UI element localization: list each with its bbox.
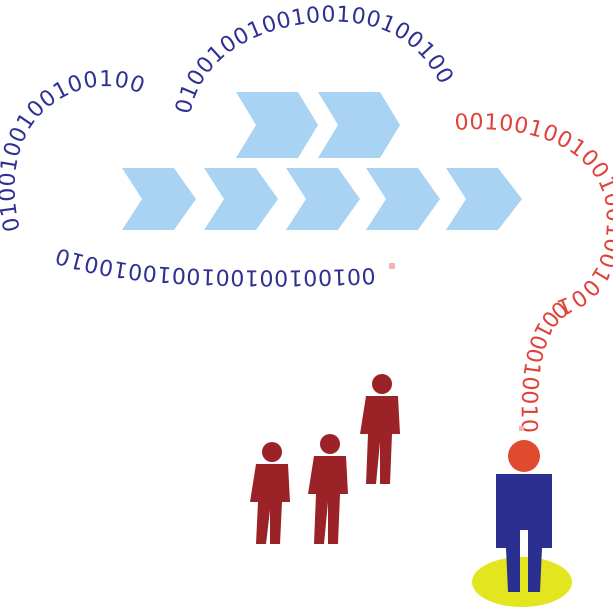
- highlighted-person: [472, 440, 572, 607]
- chevron-bottom-5: [446, 168, 522, 230]
- binary-stream-upper-left: 0100100100100100: [0, 67, 148, 234]
- chevron-top-2: [318, 92, 400, 158]
- chevron-bottom-1: [122, 168, 196, 230]
- person-body-icon: [496, 474, 552, 592]
- crowd-person-icon: [250, 442, 290, 544]
- chevron-top-1: [236, 92, 318, 158]
- dot-marker-lower: [519, 426, 524, 431]
- person-head: [508, 440, 540, 472]
- chevron-bottom-4: [366, 168, 440, 230]
- crowd-person-icon: [360, 374, 400, 484]
- binary-stream-bottom: 0010010010010010010010: [52, 242, 376, 290]
- chevron-bottom-2: [204, 168, 278, 230]
- spotlight: [472, 557, 572, 607]
- dot-marker: [389, 263, 395, 269]
- process-chevrons: [122, 92, 522, 230]
- chevron-bottom-3: [286, 168, 360, 230]
- binary-stream-top: 0100100100100100100100: [171, 2, 458, 116]
- crowd-person-icon: [308, 434, 348, 544]
- crowd-group: [250, 374, 400, 544]
